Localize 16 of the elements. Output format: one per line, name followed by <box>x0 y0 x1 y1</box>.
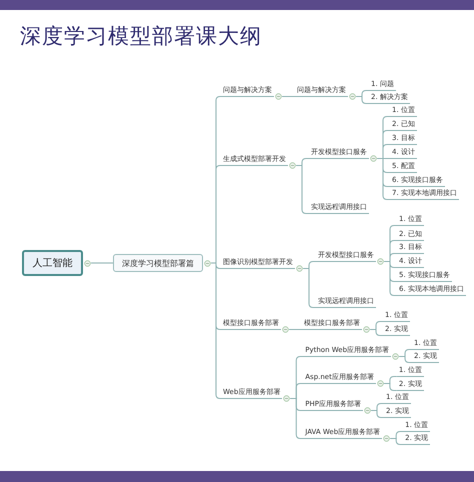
branch-line <box>370 329 384 336</box>
root-topic-box: 人工智能 <box>22 250 83 276</box>
branch-line <box>356 96 370 104</box>
title: 深度学习模型部署课大纲 <box>20 23 262 50</box>
branch-line <box>398 356 413 363</box>
branch-line <box>384 261 398 296</box>
branch-line <box>210 262 222 399</box>
branch-line <box>90 262 114 264</box>
branch-line <box>290 398 304 439</box>
branch-line <box>282 96 296 97</box>
branch-line <box>383 383 398 391</box>
branch-line <box>376 158 390 200</box>
main-topic-box: 深度学习模型部署篇 <box>113 254 203 272</box>
branch-line <box>288 329 302 330</box>
branch-line <box>390 438 404 445</box>
branch-line <box>370 410 384 418</box>
